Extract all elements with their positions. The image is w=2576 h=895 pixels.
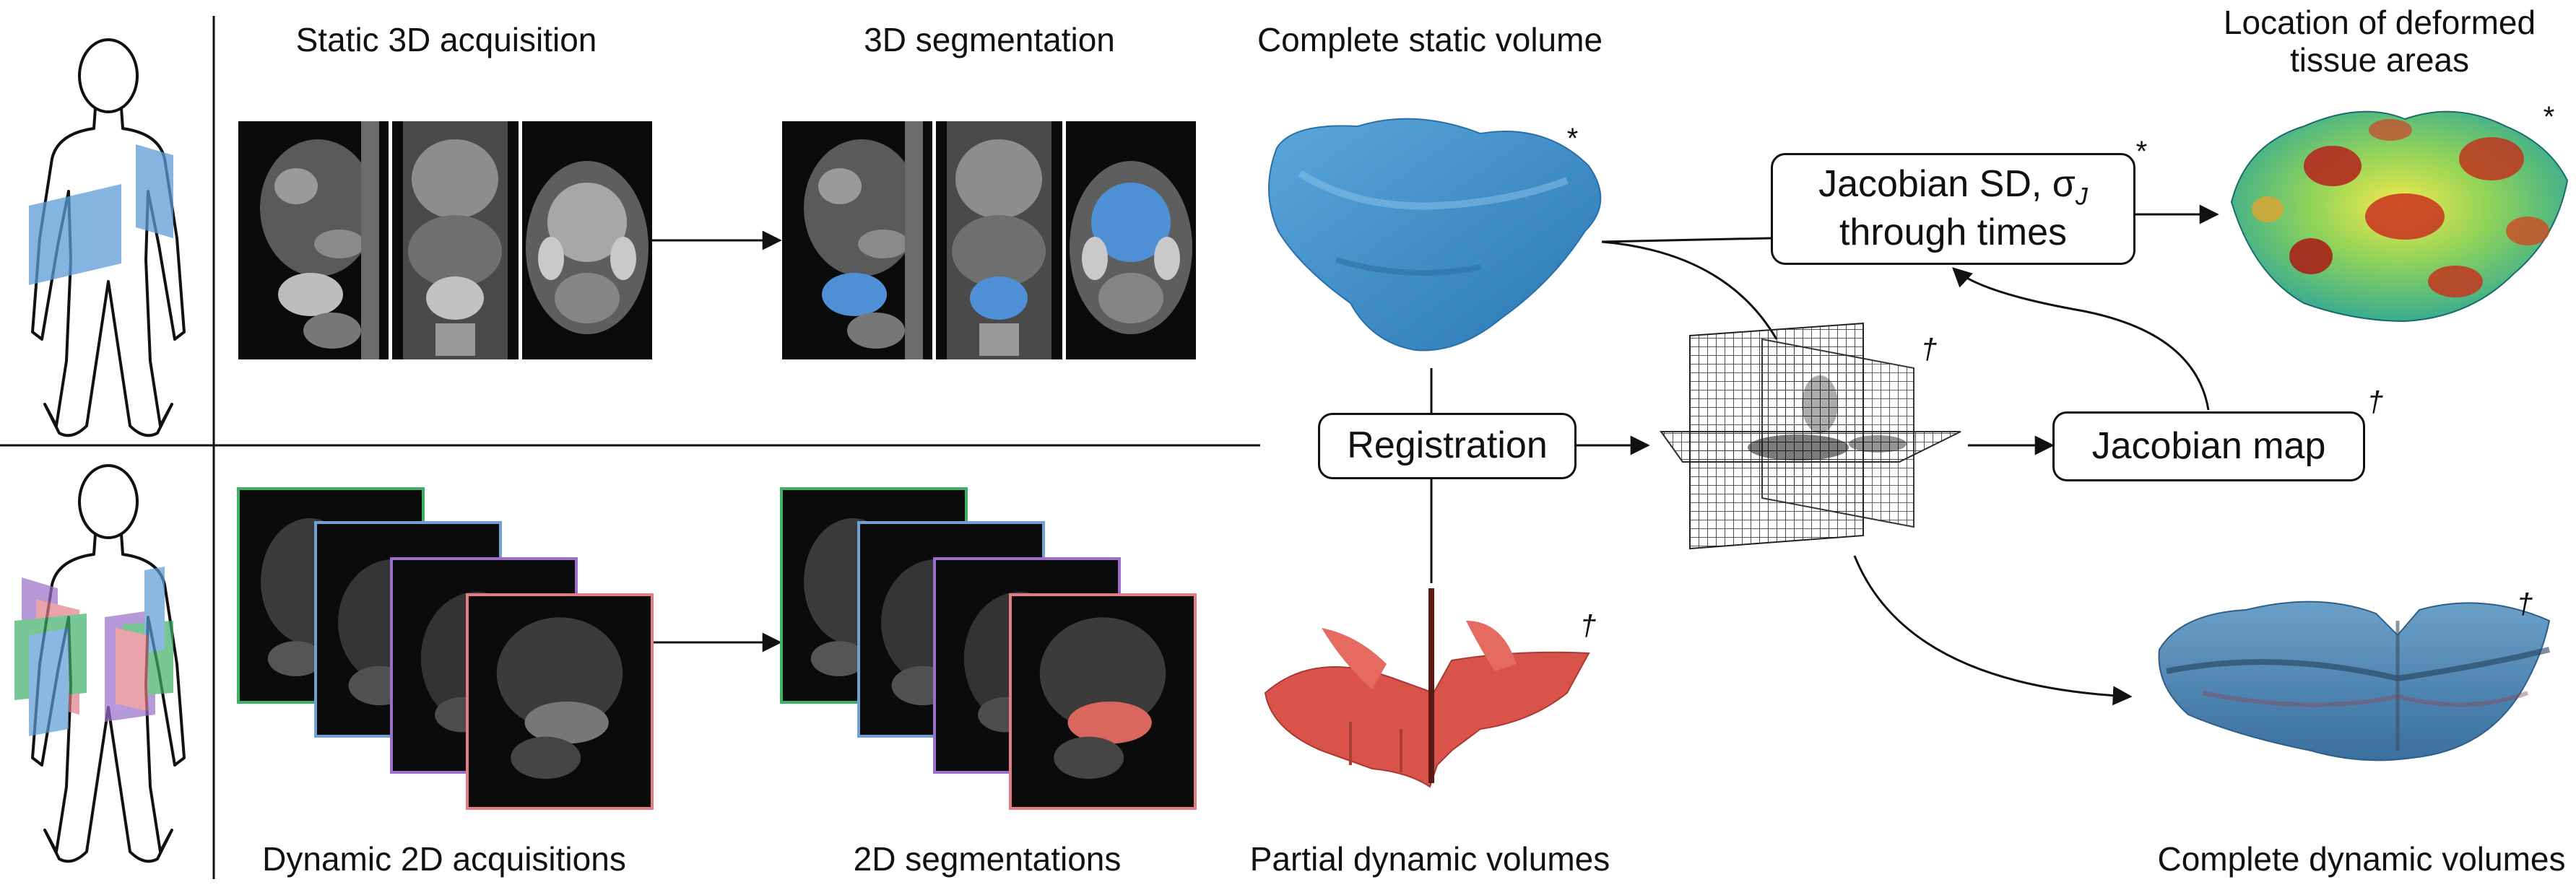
body-planes-bottom bbox=[14, 567, 173, 736]
dagger-mark-jacobian-map: † bbox=[2367, 386, 2384, 418]
arrow-grid-to-dynamic bbox=[1853, 555, 2133, 706]
line-volume-to-grid bbox=[1601, 240, 1778, 340]
jacobian-sd-subscript: J bbox=[2075, 183, 2088, 211]
jacobian-sd-box: Jacobian SD, σJ through times bbox=[1771, 153, 2135, 265]
dagger-mark-dynamic: † bbox=[2517, 588, 2533, 620]
star-mark-heatmap: * bbox=[2542, 101, 2554, 133]
dagger-mark-grid: † bbox=[1921, 333, 1938, 365]
deformation-grid bbox=[1660, 322, 1961, 550]
jacobian-sd-line1: Jacobian SD, σJ bbox=[1818, 163, 2088, 211]
static-mri-axial bbox=[522, 121, 652, 359]
static-mri-sagittal bbox=[238, 121, 389, 359]
label-2d-segmentations: 2D segmentations bbox=[853, 840, 1122, 878]
seg3d-mri-axial bbox=[1066, 121, 1196, 359]
star-mark-static: * bbox=[1566, 123, 1577, 154]
label-location-line1: Location of deformed bbox=[2223, 4, 2536, 41]
arrow-volume-to-sd bbox=[1601, 237, 1771, 243]
label-static-acquisition: Static 3D acquisition bbox=[295, 21, 597, 58]
static-volume-shape bbox=[1268, 118, 1602, 352]
body-planes-top bbox=[29, 144, 173, 285]
label-3d-segmentation: 3D segmentation bbox=[864, 21, 1115, 58]
partial-volume-shape bbox=[1264, 588, 1590, 788]
jacobian-map-box: Jacobian map bbox=[2052, 411, 2365, 481]
label-dynamic-acquisitions: Dynamic 2D acquisitions bbox=[262, 840, 626, 878]
jacobian-sd-line2: through times bbox=[1839, 211, 2068, 253]
label-partial-dynamic-volumes: Partial dynamic volumes bbox=[1249, 840, 1610, 878]
arrow-jacobian-map-to-sd bbox=[1952, 267, 2210, 411]
registration-box: Registration bbox=[1318, 413, 1577, 479]
static-mri-coronal bbox=[392, 121, 519, 359]
star-mark-sd: * bbox=[2135, 136, 2146, 167]
dagger-mark-partial: † bbox=[1580, 610, 1597, 642]
label-complete-static-volume: Complete static volume bbox=[1257, 21, 1603, 58]
dynamic-volume-shape bbox=[2158, 601, 2551, 761]
dynamic-frame-red bbox=[466, 593, 654, 810]
label-complete-dynamic-volumes: Complete dynamic volumes bbox=[2157, 840, 2566, 878]
seg2d-frame-red bbox=[1009, 593, 1197, 810]
heatmap-volume-shape bbox=[2230, 110, 2569, 323]
seg3d-mri-coronal bbox=[936, 121, 1062, 359]
label-location-deformed: Location of deformed tissue areas bbox=[2224, 4, 2536, 79]
label-location-line2: tissue areas bbox=[2289, 40, 2470, 79]
seg3d-mri-sagittal bbox=[782, 121, 932, 359]
